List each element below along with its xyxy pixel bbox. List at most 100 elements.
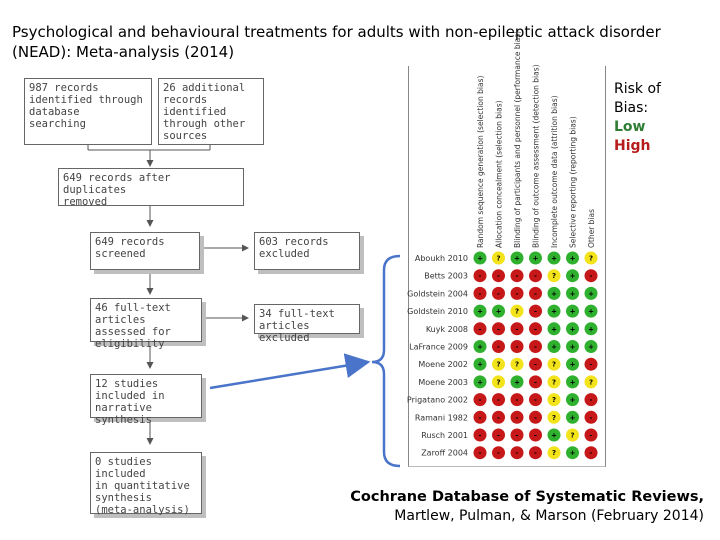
rob-rating-dot — [547, 393, 561, 407]
rob-rating-symbol: - — [497, 414, 500, 422]
rob-rating-symbol: ? — [589, 378, 593, 386]
rob-rating-dot — [547, 251, 561, 265]
rob-rating-dot — [529, 322, 542, 336]
rob-rating-symbol: + — [570, 361, 576, 369]
rob-rating-symbol: + — [551, 255, 557, 263]
rob-rating-dot — [492, 375, 505, 389]
rob-rating-symbol: + — [588, 343, 594, 351]
rob-rating-symbol: - — [534, 449, 537, 457]
records-excluded-box: 603 records excluded — [254, 232, 360, 270]
rob-rating-dot — [492, 286, 505, 300]
records-database-box: 987 records identified through database … — [24, 78, 152, 145]
rob-rating-dot — [473, 446, 487, 460]
risk-of-bias-legend: Risk of Bias: Low High — [614, 80, 661, 156]
rob-rating-symbol: ? — [496, 361, 500, 369]
rob-rating-dot — [547, 322, 561, 336]
rob-rating-symbol: - — [479, 449, 482, 457]
citation: Cochrane Database of Systematic Reviews,… — [350, 488, 704, 526]
rob-rating-dot — [584, 269, 598, 283]
rob-rating-symbol: - — [534, 325, 537, 333]
slide-title: Psychological and behavioural treatments… — [12, 23, 661, 61]
rob-rating-dot — [473, 357, 487, 371]
rob-rating-dot — [566, 446, 579, 460]
rob-rating-symbol: - — [516, 396, 519, 404]
rob-rating-symbol: + — [477, 343, 483, 351]
rob-study-label: Kuyk 2008 — [426, 325, 468, 334]
rob-rating-dot — [529, 340, 542, 353]
citation-journal: Cochrane Database of Systematic Reviews, — [350, 489, 704, 505]
rob-rating-symbol: - — [479, 290, 482, 298]
rob-rating-symbol: ? — [515, 308, 519, 316]
rob-rating-symbol: + — [514, 255, 520, 263]
rob-rating-dot — [566, 428, 579, 442]
rob-rating-dot — [566, 286, 579, 300]
rob-rating-dot — [473, 286, 487, 300]
rob-rating-symbol: + — [477, 308, 483, 316]
rob-rating-symbol: + — [588, 290, 594, 298]
rob-rating-dot — [584, 286, 598, 300]
rob-rating-dot — [492, 393, 505, 407]
rob-rating-symbol: - — [534, 343, 537, 351]
rob-rating-dot — [529, 304, 542, 318]
rob-study-label: Goldstein 2010 — [407, 307, 468, 316]
rob-rating-symbol: - — [590, 449, 593, 457]
rob-rating-dot — [529, 269, 542, 283]
rob-rating-dot — [492, 428, 505, 442]
rob-rating-symbol: + — [588, 308, 594, 316]
rob-rating-symbol: ? — [496, 378, 500, 386]
rob-rating-symbol: + — [570, 343, 576, 351]
rob-rating-dot — [547, 304, 561, 318]
rob-column-label: Other bias — [587, 209, 596, 248]
rob-rating-symbol: - — [590, 414, 593, 422]
rob-rating-symbol: - — [479, 432, 482, 440]
rob-rating-symbol: + — [514, 378, 520, 386]
rob-rating-symbol: + — [551, 343, 557, 351]
rob-rating-symbol: - — [534, 378, 537, 386]
rob-rating-dot — [510, 446, 524, 460]
rob-rating-symbol: + — [570, 308, 576, 316]
rob-rating-symbol: ? — [496, 255, 500, 263]
rob-rating-symbol: - — [516, 290, 519, 298]
rob-rating-dot — [473, 393, 487, 407]
rob-rating-dot — [584, 446, 598, 460]
rob-rating-dot — [547, 286, 561, 300]
rob-rating-symbol: + — [570, 325, 576, 333]
rob-rating-symbol: ? — [570, 432, 574, 440]
rob-rating-symbol: - — [534, 361, 537, 369]
rob-rating-symbol: - — [516, 272, 519, 280]
rob-rating-symbol: ? — [552, 396, 556, 404]
rob-rating-dot — [566, 322, 579, 336]
rob-rating-symbol: + — [533, 255, 539, 263]
rob-rating-symbol: - — [497, 325, 500, 333]
rob-rating-dot — [473, 304, 487, 318]
rob-column-label: Blinding of outcome assessment (detectio… — [532, 64, 541, 248]
rob-rating-symbol: ? — [589, 255, 593, 263]
rob-study-label: Goldstein 2004 — [407, 289, 468, 298]
rob-column-label: Incomplete outcome data (attrition bias) — [550, 95, 559, 248]
rob-rating-dot — [584, 375, 598, 389]
rob-rating-dot — [473, 375, 487, 389]
rob-rating-symbol: - — [497, 272, 500, 280]
rob-study-label: Aboukh 2010 — [415, 254, 468, 263]
rob-rating-dot — [547, 375, 561, 389]
rob-rating-dot — [510, 340, 524, 353]
rob-rating-symbol: - — [497, 343, 500, 351]
rob-study-label: LaFrance 2009 — [409, 343, 468, 352]
rob-rating-symbol: - — [534, 290, 537, 298]
rob-rating-symbol: + — [570, 396, 576, 404]
rob-rating-dot — [492, 357, 505, 371]
rob-rating-symbol: + — [551, 308, 557, 316]
rob-rating-symbol: - — [590, 396, 593, 404]
rob-rating-dot — [584, 357, 598, 371]
rob-rating-symbol: + — [570, 414, 576, 422]
rob-rating-dot — [510, 304, 524, 318]
rob-rating-dot — [510, 322, 524, 336]
fulltext-assessed-box: 46 full-text articles assessed for eligi… — [90, 298, 202, 350]
rob-rating-symbol: - — [497, 290, 500, 298]
rob-rating-dot — [547, 340, 561, 353]
rob-rating-symbol: - — [479, 325, 482, 333]
rob-rating-dot — [473, 340, 487, 353]
rob-rating-symbol: - — [590, 361, 593, 369]
